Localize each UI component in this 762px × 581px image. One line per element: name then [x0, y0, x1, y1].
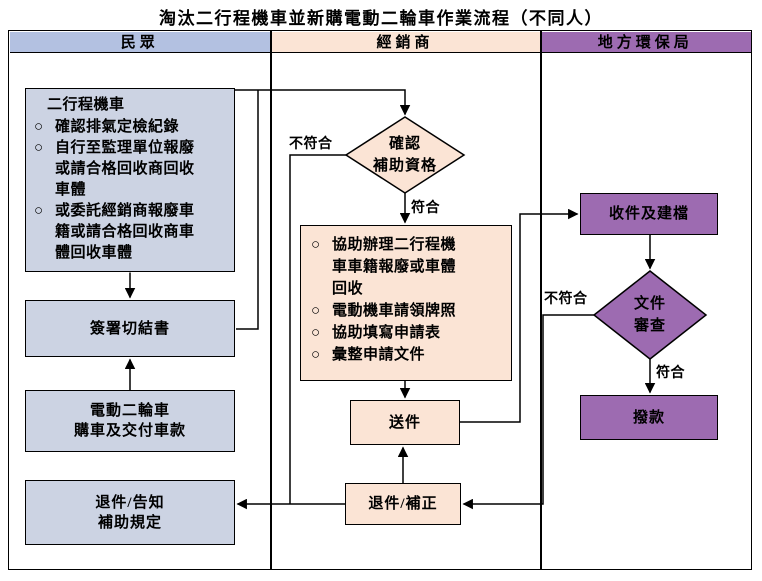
- lane-header-dealer-label: 經銷商: [376, 35, 434, 51]
- node-submit: 送件: [350, 400, 460, 445]
- decision-check-line1: 確認: [388, 136, 421, 152]
- lane-header-epb: 地方環保局: [540, 31, 751, 53]
- node-sign-affidavit: 簽署切結書: [25, 300, 235, 357]
- list-item-text: 彙整申請文件: [332, 347, 426, 363]
- flowchart-frame: [8, 30, 752, 570]
- node-return-correction-label: 退件/補正: [368, 496, 438, 512]
- circle-bullet-icon: ○: [34, 119, 44, 135]
- list-item-text: 協助辦理二行程機車車籍報廢或車體回收: [332, 237, 457, 297]
- decision-review-line2: 審查: [633, 318, 666, 334]
- node-purchase-payment: 電動二輪車 購車及交付車款: [25, 390, 235, 452]
- edge-label-not-eligible-check: 不符合: [289, 137, 333, 152]
- edge-label-not-eligible-review: 不符合: [544, 292, 588, 307]
- lane-divider-right: [540, 31, 542, 569]
- node-disburse-funds: 撥款: [580, 395, 718, 440]
- node-two-stroke-title: 二行程機車: [47, 97, 125, 113]
- list-item-text: 確認排氣定檢紀錄: [55, 119, 180, 135]
- node-receive-and-file-label: 收件及建檔: [608, 206, 689, 222]
- decision-check-line2: 補助資格: [372, 158, 437, 174]
- node-disburse-funds-label: 撥款: [632, 409, 665, 426]
- node-reject-notify-rules: 退件/告知 補助規定: [25, 480, 235, 545]
- circle-bullet-icon: ○: [34, 140, 44, 156]
- node-reject-notify-line1: 退件/告知: [95, 494, 165, 511]
- list-item-text: 或委託經銷商報廢車籍或請合格回收商車體回收車體: [55, 203, 195, 261]
- node-purchase-line2: 購車及交付車款: [73, 423, 186, 439]
- list-item: ○ 協助填寫申請表: [311, 322, 457, 344]
- node-sign-affidavit-label: 簽署切結書: [89, 320, 170, 337]
- list-item: ○ 確認排氣定檢紀錄: [34, 117, 196, 138]
- circle-bullet-icon: ○: [34, 203, 44, 219]
- list-item: ○ 協助辦理二行程機車車籍報廢或車體回收: [311, 234, 457, 300]
- lane-divider-left: [270, 31, 272, 569]
- edge-label-eligible-review: 符合: [656, 366, 685, 381]
- node-purchase-line1: 電動二輪車: [89, 403, 170, 419]
- node-reject-notify-line2: 補助規定: [97, 514, 162, 531]
- circle-bullet-icon: ○: [311, 347, 321, 363]
- edge-label-eligible-check: 符合: [411, 201, 440, 216]
- list-item-text: 電動機車請領牌照: [332, 303, 457, 319]
- node-dealer-assist: ○ 協助辦理二行程機車車籍報廢或車體回收 ○ 電動機車請領牌照 ○ 協助填寫申請…: [300, 225, 512, 381]
- node-return-correction: 退件/補正: [345, 483, 461, 525]
- node-receive-and-file: 收件及建檔: [580, 193, 718, 235]
- list-item: ○ 彙整申請文件: [311, 344, 457, 366]
- diagram-title: 淘汰二行程機車並新購電動二輪車作業流程（不同人）: [159, 9, 603, 28]
- decision-check-eligibility: 確認 補助資格: [353, 127, 457, 183]
- list-item: ○ 自行至監理單位報廢或請合格回收商回收車體: [34, 138, 196, 201]
- lane-header-public-label: 民眾: [120, 35, 159, 51]
- list-item: ○ 電動機車請領牌照: [311, 300, 457, 322]
- lane-header-public: 民眾: [9, 31, 270, 53]
- list-item-text: 協助填寫申請表: [332, 325, 441, 341]
- list-item-text: 自行至監理單位報廢或請合格回收商回收車體: [55, 140, 195, 198]
- circle-bullet-icon: ○: [311, 325, 321, 341]
- node-submit-label: 送件: [388, 414, 421, 431]
- circle-bullet-icon: ○: [311, 303, 321, 319]
- decision-document-review: 文件 審查: [598, 287, 702, 343]
- node-two-stroke-motorcycle: 二行程機車 ○ 確認排氣定檢紀錄 ○ 自行至監理單位報廢或請合格回收商回收車體 …: [25, 88, 235, 272]
- lane-header-dealer: 經銷商: [270, 31, 540, 53]
- decision-review-line1: 文件: [633, 296, 666, 312]
- lane-header-epb-label: 地方環保局: [597, 35, 693, 51]
- list-item: ○ 或委託經銷商報廢車籍或請合格回收商車體回收車體: [34, 201, 196, 264]
- circle-bullet-icon: ○: [311, 237, 321, 253]
